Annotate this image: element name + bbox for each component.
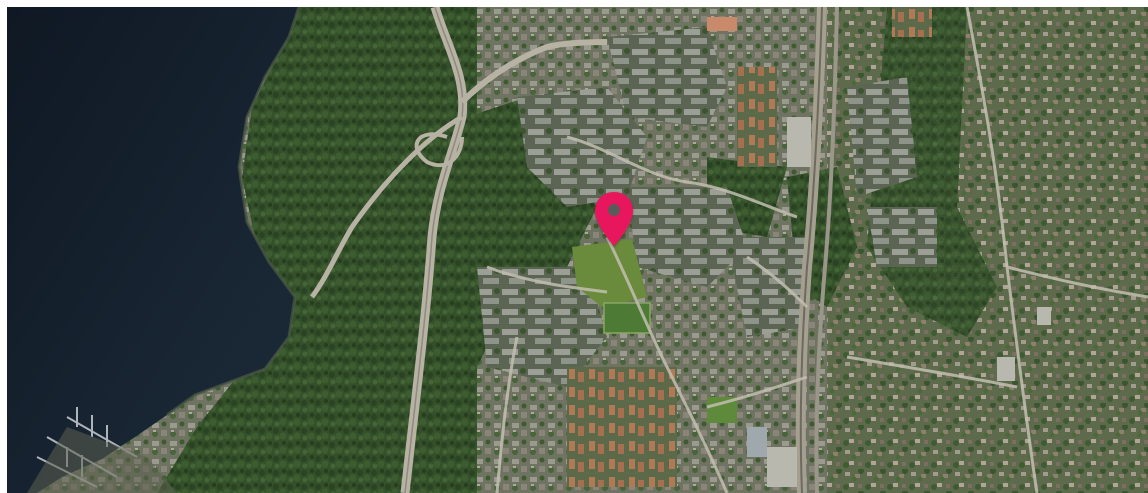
- aerial-map-image: [7, 7, 1148, 493]
- location-marker[interactable]: [592, 190, 636, 248]
- map-view[interactable]: [7, 7, 1148, 493]
- map-pin-icon: [595, 192, 633, 246]
